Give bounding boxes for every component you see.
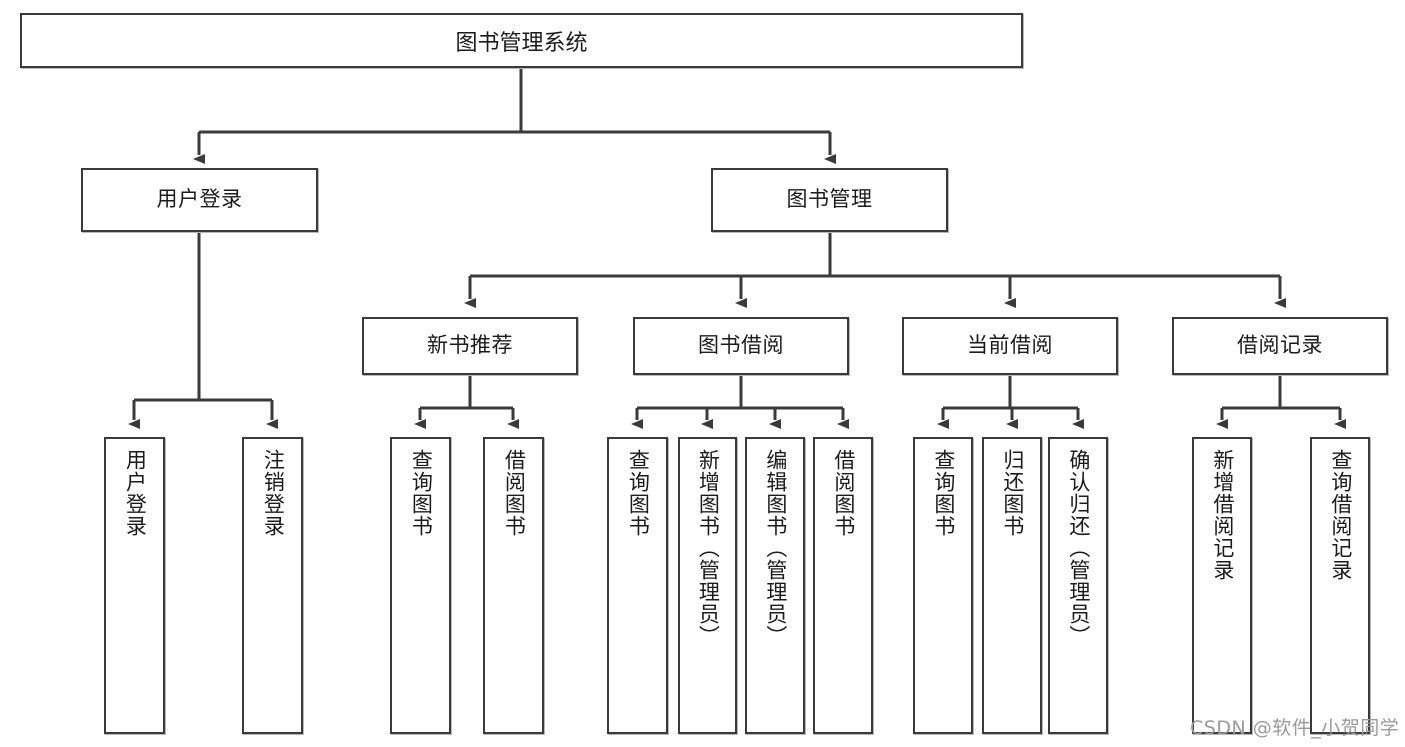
- node-label: 查询图书: [931, 449, 956, 537]
- node-root-system[interactable]: 图书管理系统: [20, 13, 1023, 68]
- node-leaf-query-borrow-record[interactable]: 查询借阅记录: [1310, 437, 1370, 734]
- node-label: 归还图书: [1000, 449, 1025, 537]
- node-label: 新增图书（管理员）: [696, 449, 721, 647]
- node-label: 图书管理系统: [455, 30, 588, 56]
- node-label: 新书推荐: [427, 333, 513, 358]
- node-new-book-recommend[interactable]: 新书推荐: [362, 317, 578, 375]
- node-leaf-confirm-return-admin[interactable]: 确认归还（管理员）: [1048, 437, 1108, 734]
- node-label: 用户登录: [156, 187, 243, 212]
- node-leaf-borrow-book-1[interactable]: 借阅图书: [483, 437, 544, 734]
- node-leaf-query-book-3[interactable]: 查询图书: [913, 437, 973, 734]
- node-label: 编辑图书（管理员）: [763, 449, 788, 647]
- watermark-text: CSDN @软件_小贺同学: [1190, 717, 1400, 739]
- node-label: 图书借阅: [698, 333, 784, 358]
- node-label: 借阅记录: [1237, 333, 1323, 358]
- node-leaf-user-login[interactable]: 用户登录: [104, 437, 165, 734]
- node-leaf-query-book-1[interactable]: 查询图书: [390, 437, 451, 734]
- node-label: 查询图书: [626, 449, 651, 537]
- node-book-management[interactable]: 图书管理: [711, 168, 948, 232]
- node-label: 确认归还（管理员）: [1066, 449, 1091, 647]
- node-leaf-user-logout[interactable]: 注销登录: [242, 437, 303, 734]
- node-leaf-edit-book-admin[interactable]: 编辑图书（管理员）: [745, 437, 805, 734]
- node-borrow-record[interactable]: 借阅记录: [1172, 317, 1388, 375]
- node-label: 新增借阅记录: [1210, 449, 1235, 581]
- node-label: 注销登录: [261, 449, 286, 537]
- node-leaf-query-book-2[interactable]: 查询图书: [607, 437, 668, 734]
- node-label: 借阅图书: [831, 449, 856, 537]
- node-user-login[interactable]: 用户登录: [81, 168, 318, 232]
- node-label: 借阅图书: [502, 449, 527, 537]
- node-label: 图书管理: [786, 187, 873, 212]
- node-label: 查询图书: [409, 449, 434, 537]
- node-current-borrow[interactable]: 当前借阅: [902, 317, 1118, 375]
- node-book-borrow[interactable]: 图书借阅: [633, 317, 849, 375]
- node-leaf-borrow-book-2[interactable]: 借阅图书: [813, 437, 873, 734]
- node-label: 当前借阅: [967, 333, 1053, 358]
- node-leaf-add-book-admin[interactable]: 新增图书（管理员）: [678, 437, 737, 734]
- node-label: 查询借阅记录: [1328, 449, 1353, 581]
- node-label: 用户登录: [123, 449, 148, 537]
- node-leaf-add-borrow-record[interactable]: 新增借阅记录: [1192, 437, 1252, 734]
- node-leaf-return-book[interactable]: 归还图书: [982, 437, 1042, 734]
